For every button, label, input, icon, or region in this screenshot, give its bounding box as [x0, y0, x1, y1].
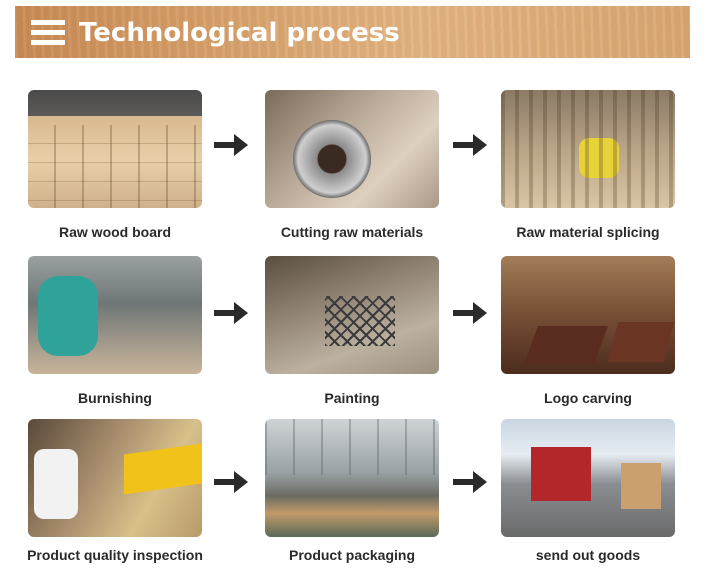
step-label: Product packaging [288, 547, 416, 563]
step-label: Cutting raw materials [280, 224, 424, 240]
hamburger-menu-icon [31, 20, 65, 46]
logo-carving-photo [501, 256, 675, 374]
send-out-goods-photo [501, 419, 675, 537]
painting-photo [265, 256, 439, 374]
step-raw-material-splicing: Raw material splicing [488, 90, 688, 240]
arrow-right-icon [214, 302, 248, 324]
step-raw-wood-board: Raw wood board [15, 90, 215, 240]
arrow-right-icon [453, 471, 487, 493]
step-cutting-raw-materials: Cutting raw materials [252, 90, 452, 240]
header-banner: Technological process [15, 6, 690, 58]
step-logo-carving: Logo carving [488, 256, 688, 406]
product-quality-inspection-photo [28, 419, 202, 537]
step-painting: Painting [252, 256, 452, 406]
burnishing-photo [28, 256, 202, 374]
step-send-out-goods: send out goods [488, 419, 688, 563]
arrow-right-icon [453, 134, 487, 156]
arrow-right-icon [214, 134, 248, 156]
raw-material-splicing-photo [501, 90, 675, 208]
step-burnishing: Burnishing [15, 256, 215, 406]
cutting-raw-materials-photo [265, 90, 439, 208]
step-label: Raw material splicing [516, 224, 660, 240]
step-product-packaging: Product packaging [252, 419, 452, 563]
raw-wood-board-photo [28, 90, 202, 208]
arrow-right-icon [453, 302, 487, 324]
step-label: send out goods [535, 547, 641, 563]
arrow-right-icon [214, 471, 248, 493]
step-label: Logo carving [544, 390, 632, 406]
step-label: Raw wood board [59, 224, 171, 240]
page-title: Technological process [79, 18, 400, 48]
step-label: Painting [324, 390, 380, 406]
step-product-quality-inspection: Product quality inspection [15, 419, 215, 563]
step-label: Burnishing [78, 390, 152, 406]
step-label: Product quality inspection [27, 547, 203, 563]
product-packaging-photo [265, 419, 439, 537]
